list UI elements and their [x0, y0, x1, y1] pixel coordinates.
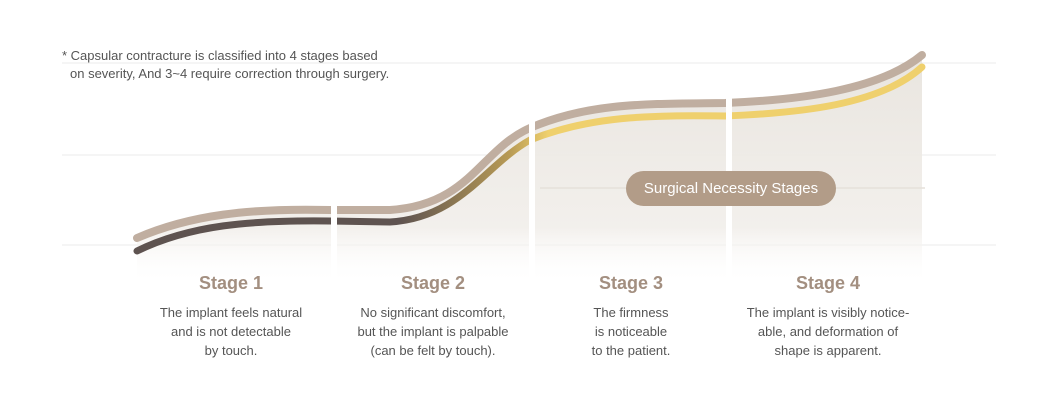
- stage-4-desc-line: able, and deformation of: [757, 324, 899, 339]
- stage-1-description: The implant feels natural and is not det…: [133, 303, 329, 360]
- separator-1-2: [331, 190, 337, 290]
- footnote-line-1: * Capsular contracture is classified int…: [62, 48, 378, 63]
- stage-1-desc-line: and is not detectable: [171, 324, 291, 339]
- stage-1-desc-line: The implant feels natural: [159, 305, 303, 320]
- stage-1-column: Stage 1 The implant feels natural and is…: [133, 272, 329, 360]
- stage-2-desc-line: but the implant is palpable: [357, 324, 509, 339]
- footnote-line-2: on severity, And 3~4 require correction …: [70, 66, 390, 81]
- stage-3-description: The firmness is noticeable to the patien…: [533, 303, 729, 360]
- stage-2-title: Stage 2: [400, 273, 466, 293]
- stage-1-title: Stage 1: [198, 273, 264, 293]
- footnote: * Capsular contracture is classified int…: [62, 47, 389, 83]
- stage-4-column: Stage 4 The implant is visibly notice- a…: [730, 272, 926, 360]
- stage-4-desc-line: shape is apparent.: [774, 343, 882, 358]
- surgical-necessity-badge: Surgical Necessity Stages: [626, 171, 836, 206]
- stage-2-desc-line: (can be felt by touch).: [370, 343, 496, 358]
- separator-2-3: [529, 95, 535, 295]
- stage-4-title: Stage 4: [795, 273, 861, 293]
- stage-3-desc-line: is noticeable: [594, 324, 668, 339]
- stage-3-desc-line: The firmness: [593, 305, 669, 320]
- stage-3-column: Stage 3 The firmness is noticeable to th…: [533, 272, 729, 360]
- stage-4-description: The implant is visibly notice- able, and…: [730, 303, 926, 360]
- stage-2-description: No significant discomfort, but the impla…: [335, 303, 531, 360]
- stage-1-desc-line: by touch.: [204, 343, 258, 358]
- stage-3-desc-line: to the patient.: [591, 343, 671, 358]
- stage-2-column: Stage 2 No significant discomfort, but t…: [335, 272, 531, 360]
- stage-2-desc-line: No significant discomfort,: [360, 305, 506, 320]
- stage-4-desc-line: The implant is visibly notice-: [746, 305, 910, 320]
- stage-3-title: Stage 3: [598, 273, 664, 293]
